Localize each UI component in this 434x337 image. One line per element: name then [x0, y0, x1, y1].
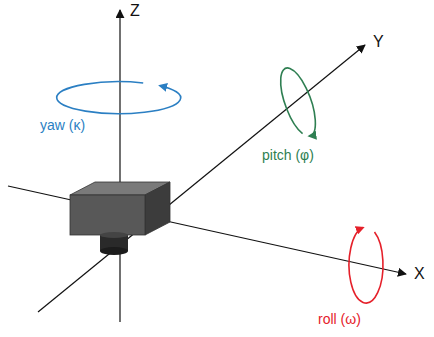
roll-arrow	[349, 228, 383, 303]
x-axis	[8, 186, 406, 274]
rotation-label: yaw (κ)	[40, 118, 85, 133]
axis-label: Z	[130, 2, 140, 20]
rotation-label: roll (ω)	[318, 312, 361, 327]
pitch-arrow	[273, 64, 322, 141]
yaw-arrow	[57, 82, 181, 114]
camera-body	[70, 182, 170, 255]
axis-label: Y	[373, 33, 384, 51]
y-axis	[38, 45, 365, 312]
z-axis	[119, 10, 120, 322]
rotation-label: pitch (φ)	[262, 148, 314, 163]
axis-label: X	[414, 265, 425, 283]
